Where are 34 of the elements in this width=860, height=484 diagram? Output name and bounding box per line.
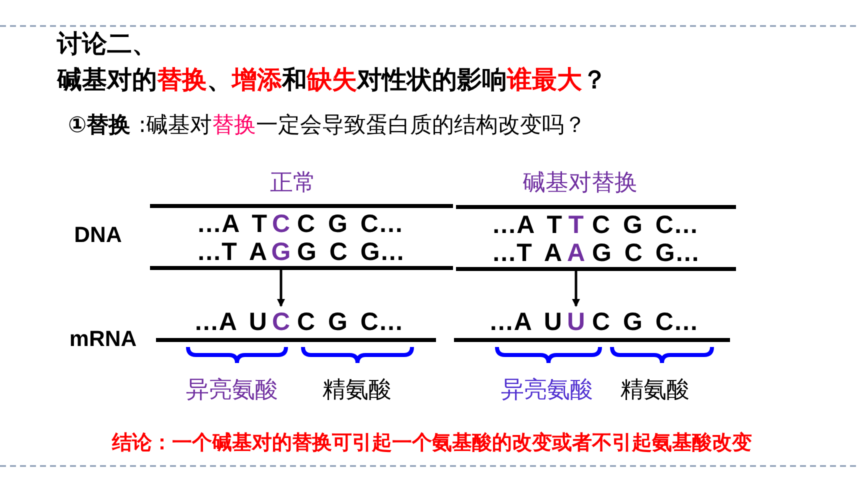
base-sequence: G <box>271 238 291 266</box>
base-sequence: …A T <box>196 210 267 238</box>
base-sequence: C G C… <box>592 308 698 336</box>
amino-acid-label: 异亮氨酸 <box>501 376 593 405</box>
base-sequence: C G C… <box>297 210 404 238</box>
base-sequence: …T A <box>492 239 562 267</box>
conclusion-text: 结论：一个碱基对的替换可引起一个氨基酸的改变或者不引起氨基酸改变 <box>112 429 752 456</box>
base-sequence: T <box>568 211 584 239</box>
question-text: ①替换 :碱基对替换一定会导致蛋白质的结构改变吗？ <box>68 112 586 140</box>
amino-acid-label: 精氨酸 <box>620 376 690 405</box>
question-text: 碱基对的替换、增添和缺失对性状的影响谁最大？ <box>57 64 607 96</box>
base-sequence: …A U <box>194 308 267 336</box>
base-sequence: …A U <box>488 308 562 336</box>
arrow <box>572 271 580 307</box>
base-sequence: C G C… <box>592 211 698 239</box>
base-sequence: G C G… <box>592 239 700 267</box>
base-sequence: G C G… <box>297 238 405 266</box>
amino-acid-label: 精氨酸 <box>322 376 392 405</box>
heading-text: 正常 <box>270 169 316 198</box>
arrow <box>277 270 285 307</box>
base-sequence: C <box>272 210 290 238</box>
title-text: 讨论二、 <box>57 28 157 60</box>
row-label: mRNA <box>69 325 137 353</box>
base-sequence: C G C… <box>297 308 404 336</box>
amino-acid-label: 异亮氨酸 <box>186 376 278 405</box>
row-label: DNA <box>74 221 122 249</box>
base-sequence: …T A <box>196 238 267 266</box>
heading-text: 碱基对替换 <box>522 169 638 198</box>
base-sequence: …A T <box>492 211 562 239</box>
base-sequence: U <box>566 308 586 336</box>
base-sequence: C <box>272 308 290 336</box>
dna-strand-pair <box>150 204 453 270</box>
dna-strand-pair <box>456 205 736 271</box>
base-sequence: A <box>566 239 586 267</box>
